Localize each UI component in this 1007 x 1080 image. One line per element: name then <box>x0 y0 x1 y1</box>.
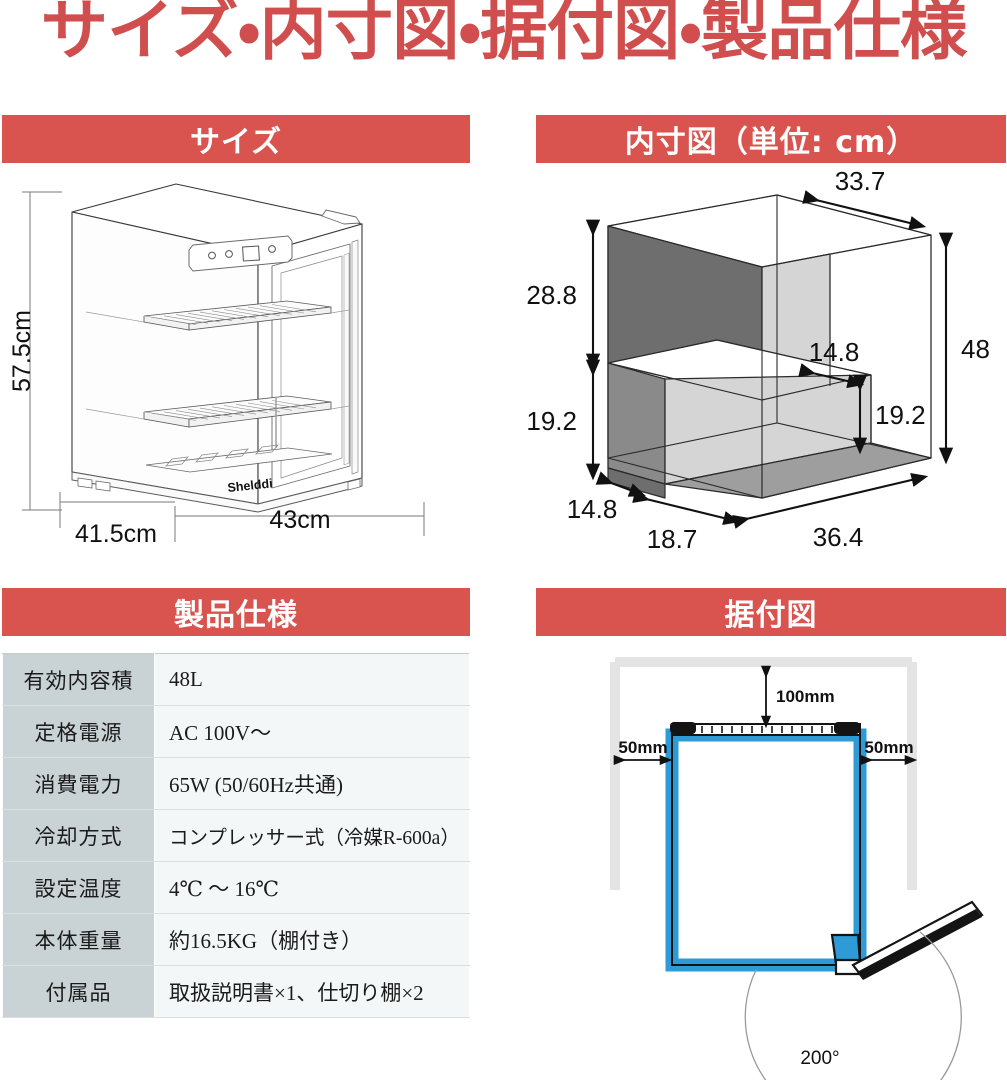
inner-dimensions-diagram: 33.7 28.8 48 14.8 19.2 <box>520 166 1007 576</box>
depth-dimension <box>59 492 175 528</box>
section-header-size: サイズ <box>2 115 470 163</box>
wall-recess <box>610 657 917 890</box>
dim-shelf-depth-label: 14.8 <box>809 337 860 367</box>
unit-body <box>665 722 867 972</box>
spec-value: 65W (50/60Hz共通) <box>154 757 470 810</box>
dim-total-height-label: 48 <box>961 334 990 364</box>
section-header-inner: 内寸図（単位: cm） <box>536 115 1006 163</box>
spec-key: 消費電力 <box>2 757 155 810</box>
table-row: 付属品取扱説明書×1、仕切り棚×2 <box>2 965 470 1018</box>
spec-value: 約16.5KG（棚付き） <box>154 913 470 966</box>
spec-key: 設定温度 <box>2 861 155 914</box>
opened-door <box>851 900 984 980</box>
spec-key: 冷却方式 <box>2 809 155 862</box>
section-header-install-label: 据付図 <box>724 598 818 633</box>
size-diagram-svg: Shelddi 57.5cm 43cm 41.5cm <box>8 183 425 548</box>
bottom-rack <box>145 444 333 473</box>
spec-value: 取扱説明書×1、仕切り棚×2 <box>154 965 470 1018</box>
brand-logo: Shelddi <box>227 476 273 495</box>
spec-value: コンプレッサー式（冷媒R-600a） <box>154 809 470 862</box>
door-angle-label: 200° <box>800 1048 839 1069</box>
page-title: サイズ・内寸図・据付図・製品仕様 <box>40 0 968 69</box>
dim-top-depth-label: 33.7 <box>835 168 886 196</box>
table-row: 本体重量約16.5KG（棚付き） <box>2 913 470 966</box>
spec-key: 定格電源 <box>2 705 155 758</box>
dim-top-depth <box>802 190 927 230</box>
spec-value: AC 100V〜 <box>154 705 470 758</box>
width-dimension-label: 43cm <box>269 506 330 534</box>
section-header-install: 据付図 <box>536 588 1006 636</box>
shelf-middle <box>143 395 332 428</box>
spec-key: 本体重量 <box>2 913 155 966</box>
dim-shelf-depth <box>798 363 865 389</box>
dim-bottom-width-left-label: 18.7 <box>647 524 698 554</box>
dim-clearance-right-label: 50mm <box>864 738 913 757</box>
table-row: 冷却方式コンプレッサー式（冷媒R-600a） <box>2 809 470 862</box>
dim-clearance-left-label: 50mm <box>618 738 667 757</box>
width-dimension <box>174 502 425 542</box>
installation-diagram: 200° 100mm 50mm 50mm <box>520 640 1007 1080</box>
dim-lower-height-right-label: 19.2 <box>875 400 926 430</box>
depth-dimension-label: 41.5cm <box>75 520 157 548</box>
section-header-spec-label: 製品仕様 <box>174 598 298 633</box>
inner-dimensions-svg: 33.7 28.8 48 14.8 19.2 <box>526 166 990 554</box>
dim-clearance-top-label: 100mm <box>776 687 835 706</box>
spec-key: 有効内容積 <box>2 653 155 706</box>
size-diagram: Shelddi 57.5cm 43cm 41.5cm <box>0 170 490 570</box>
spec-key: 付属品 <box>2 965 155 1018</box>
dim-lower-height-left-label: 19.2 <box>526 406 577 436</box>
height-dimension <box>22 191 62 511</box>
section-header-size-label: サイズ <box>189 125 283 160</box>
section-header-spec: 製品仕様 <box>2 588 470 636</box>
spec-value: 4℃ 〜 16℃ <box>154 861 470 914</box>
dim-bottom-width-left <box>632 489 741 525</box>
section-header-inner-label: 内寸図（単位: cm） <box>624 125 918 160</box>
dim-upper-height-label: 28.8 <box>526 280 577 310</box>
installation-svg: 200° 100mm 50mm 50mm <box>610 657 984 1080</box>
dim-bottom-width-right <box>732 472 929 529</box>
spec-value: 48L <box>154 653 470 706</box>
control-panel-icon <box>188 235 293 272</box>
height-dimension-label: 57.5cm <box>8 310 36 392</box>
dim-bottom-left-depth-label: 14.8 <box>567 494 618 524</box>
dim-bottom-width-right-label: 36.4 <box>813 522 864 552</box>
